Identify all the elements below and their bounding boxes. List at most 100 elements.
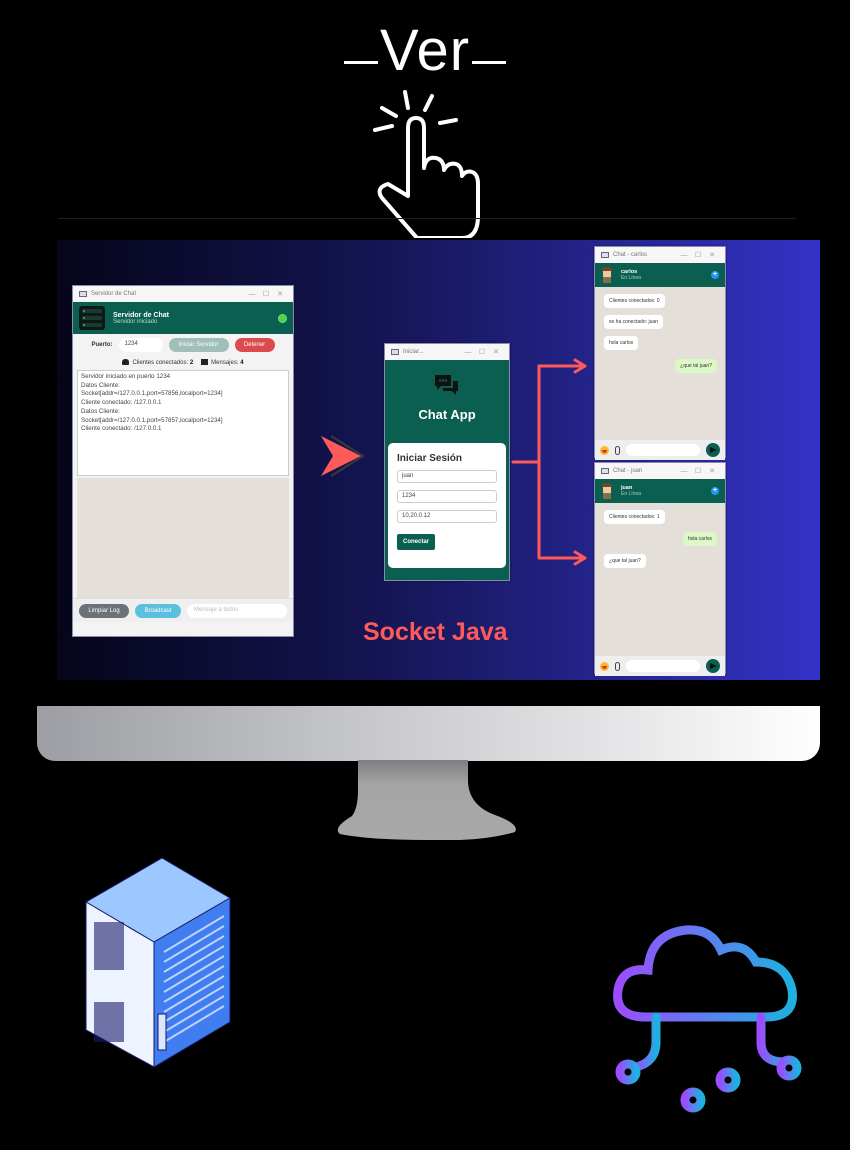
header-title: Servidor de Chat — [113, 311, 170, 319]
socket-java-caption: Socket Java — [363, 618, 508, 646]
window-app-icon — [391, 349, 399, 355]
window-title: Chat - carlos — [613, 252, 648, 258]
arrow-right-icon — [321, 435, 365, 477]
clients-label: Clientes conectados: — [132, 359, 189, 366]
attach-icon[interactable] — [615, 445, 620, 455]
message-bubble: ¿que tal juan? — [604, 554, 646, 568]
minimize-button[interactable]: — — [248, 290, 256, 298]
header-status: Servidor iniciado — [113, 318, 158, 325]
underscore-right — [472, 61, 507, 64]
emoji-icon[interactable] — [600, 445, 609, 455]
maximize-button[interactable]: ☐ — [478, 349, 486, 356]
send-icon[interactable] — [706, 443, 720, 457]
broadcast-input[interactable]: Mensaje a todos — [187, 603, 287, 618]
app-name: Chat App — [418, 407, 476, 422]
log-empty-area — [77, 478, 289, 598]
server-icon — [79, 306, 105, 330]
message-bubble-sent: ¿que tal juan? — [675, 359, 717, 373]
message-bubble: Clientes conectados: 1 — [604, 510, 665, 524]
broadcast-button[interactable]: Broadcast — [135, 603, 181, 618]
monitor-stand — [337, 760, 516, 840]
chat-username: carlos — [621, 269, 638, 275]
chat-header: juan En Línea + — [595, 479, 725, 503]
close-button[interactable]: ✕ — [709, 252, 715, 259]
log-line: Socket[addr=/127.0.0.1,port=57856,localp… — [81, 390, 223, 398]
chat-window-juan: Chat - juan — ☐ ✕ juan En Línea + Client… — [594, 462, 726, 676]
message-list: Clientes conectados: 0 se ha conectado: … — [595, 287, 725, 440]
cloud-network-icon — [613, 925, 802, 1113]
stop-button[interactable]: Detener — [234, 338, 275, 352]
underscore-left — [343, 61, 378, 64]
add-icon[interactable]: + — [711, 487, 719, 495]
send-icon[interactable] — [706, 659, 720, 673]
fork-arrows-icon — [511, 358, 587, 566]
window-app-icon — [79, 291, 87, 297]
login-window: Iniciar... — ☐ ✕ Chat App Iniciar Sesión… — [384, 343, 510, 581]
messages-count: 4 — [240, 359, 244, 366]
chat-titlebar[interactable]: Chat - carlos — ☐ ✕ — [595, 247, 725, 263]
message-bubble: hola carlos — [604, 336, 639, 350]
server-titlebar[interactable]: Servidor de Chat — ☐ ✕ — [73, 286, 293, 302]
close-button[interactable]: ✕ — [277, 291, 283, 298]
message-bubble: se ha conectado: juan — [604, 315, 663, 329]
log-line: Cliente conectado: /127.0.0.1 — [81, 425, 162, 433]
maximize-button[interactable]: ☐ — [262, 291, 270, 298]
power-status-icon — [278, 313, 287, 323]
chat-status: En Línea — [621, 491, 642, 497]
log-line: Datos Cliente: — [81, 381, 120, 389]
clients-count: 2 — [189, 359, 194, 366]
chat-titlebar[interactable]: Chat - juan — ☐ ✕ — [595, 463, 725, 479]
chat-username: juan — [621, 485, 633, 491]
server-window: Servidor de Chat — ☐ ✕ Servidor de Chat … — [72, 285, 294, 637]
avatar — [601, 267, 613, 283]
pointing-hand-click-icon[interactable] — [370, 78, 485, 238]
host-input[interactable]: 10.20.0.12 — [397, 510, 497, 523]
maximize-button[interactable]: ☐ — [694, 468, 702, 475]
port-input[interactable]: 1234 — [118, 338, 163, 352]
maximize-button[interactable]: ☐ — [694, 252, 702, 259]
clear-log-button[interactable]: Limpiar Log — [79, 603, 129, 618]
server-log[interactable]: Servidor iniciado en puerto 1234 Datos C… — [77, 370, 289, 476]
log-line: Datos Cliente: — [81, 407, 120, 415]
close-button[interactable]: ✕ — [493, 349, 499, 356]
chat-header: carlos En Línea + — [595, 263, 725, 287]
monitor-bezel — [37, 706, 820, 761]
ver-title[interactable]: Ver — [0, 22, 850, 80]
add-icon[interactable]: + — [711, 271, 719, 279]
chat-status: En Línea — [621, 275, 642, 281]
port-input[interactable]: 1234 — [397, 490, 497, 503]
window-title: Chat - juan — [613, 468, 643, 474]
messages-label: Mensajes: — [211, 359, 239, 366]
ver-label: Ver — [379, 18, 471, 83]
server-stats: Clientes conectados: 2 Mensajes: 4 — [73, 356, 293, 368]
mail-icon — [201, 358, 209, 365]
log-line: Socket[addr=/127.0.0.1,port=57857,localp… — [81, 416, 223, 424]
avatar — [601, 483, 613, 499]
message-input[interactable] — [626, 444, 700, 456]
message-bubble-sent: hola carlos — [682, 532, 717, 546]
window-title: Servidor de Chat — [91, 291, 137, 297]
chat-bubbles-icon — [385, 374, 509, 401]
message-list: Clientes conectados: 1 hola carlos ¿que … — [595, 503, 725, 656]
server-header: Servidor de Chat Servidor iniciado — [73, 302, 293, 334]
login-titlebar[interactable]: Iniciar... — ☐ ✕ — [385, 344, 509, 360]
close-button[interactable]: ✕ — [709, 468, 715, 475]
login-card: Iniciar Sesión juan 1234 10.20.0.12 Cone… — [388, 443, 506, 568]
message-bubble: Clientes conectados: 0 — [604, 294, 665, 308]
connect-button[interactable]: Conectar — [397, 534, 436, 550]
monitor-screen: Servidor de Chat — ☐ ✕ Servidor de Chat … — [57, 240, 820, 680]
minimize-button[interactable]: — — [680, 251, 688, 259]
minimize-button[interactable]: — — [464, 348, 472, 356]
port-label: Puerto: — [91, 342, 113, 348]
chat-window-carlos: Chat - carlos — ☐ ✕ carlos En Línea + Cl… — [594, 246, 726, 460]
divider-line — [58, 218, 796, 219]
start-server-button[interactable]: Iniciar Servidor — [168, 338, 229, 352]
window-title: Iniciar... — [403, 349, 424, 355]
window-app-icon — [601, 468, 609, 474]
attach-icon[interactable] — [615, 661, 620, 671]
server-controls: Puerto: 1234 Iniciar Servidor Detener — [73, 334, 293, 356]
emoji-icon[interactable] — [600, 661, 609, 671]
username-input[interactable]: juan — [397, 470, 497, 483]
message-input[interactable] — [626, 660, 700, 672]
minimize-button[interactable]: — — [680, 467, 688, 475]
